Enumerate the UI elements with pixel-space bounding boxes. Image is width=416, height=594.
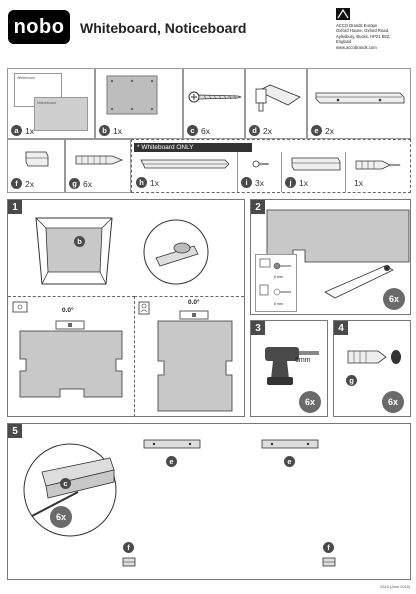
plug-insert-icon [347, 350, 401, 364]
step-2-count: 6x [383, 288, 405, 310]
part-j-label: j [285, 177, 296, 188]
backing-board-icon [106, 75, 158, 115]
step-1-portrait-area: 0.0° [134, 296, 244, 417]
step-4-part-label: g [346, 375, 357, 386]
wall-rail-icon [315, 92, 405, 104]
step-5-part-f2: f [323, 542, 334, 553]
part-d-qty: 2x [263, 126, 272, 136]
part-g-qty: 6x [83, 179, 92, 189]
part-c-label: c [187, 125, 198, 136]
step-4-number: 4 [334, 321, 348, 335]
step-3-count: 6x [299, 391, 321, 413]
part-d-label: d [249, 125, 260, 136]
step-3-panel: 3 6mm 6x [250, 320, 328, 417]
portrait-angle: 0.0° [188, 299, 200, 306]
whiteboard-only-banner: * Whiteboard ONLY [134, 143, 252, 152]
nobo-logo: nobo [8, 10, 70, 44]
step-3-drill-size: 6mm [295, 357, 311, 364]
step-2-mm-b: 6 mm [274, 302, 283, 306]
step-5-number: 5 [8, 424, 22, 438]
document-code: 9316 (June 2015) [380, 585, 410, 589]
acco-address: ACCO Brands Europe Oxford House, Oxford … [336, 23, 391, 50]
part-j-cell: j 1x [281, 152, 345, 192]
step-1-number: 1 [8, 200, 22, 214]
part-d-cell: d 2x [245, 68, 307, 139]
part-g-cell: g 6x [65, 139, 131, 193]
part-a-cell: Whiteboard Noticeboard a 1x [7, 68, 95, 139]
step-5-part-e1: e [166, 456, 177, 467]
portrait-screw-icon [259, 284, 291, 296]
step-4-count: 6x [382, 391, 404, 413]
step-2-panel: 2 6 mm 6 mm 6x [250, 199, 411, 315]
noticeboard-thumb: Noticeboard [34, 97, 88, 131]
screw-icon [188, 91, 242, 103]
part-f-cell: f 2x [7, 139, 65, 193]
part-k-qty: 1x [354, 178, 363, 188]
tape-dispenser-icon [143, 219, 209, 285]
part-i-qty: 3x [255, 178, 264, 188]
part-b-label: b [99, 125, 110, 136]
part-k-cell: 1x [345, 152, 409, 192]
board-on-frame-icon [35, 217, 113, 285]
part-j-qty: 1x [299, 178, 308, 188]
part-h-label: h [136, 177, 147, 188]
rail-left-icon [143, 439, 201, 449]
landscape-board-icon [19, 320, 123, 398]
page-title: Whiteboard, Noticeboard [80, 20, 247, 36]
part-c-qty: 6x [201, 126, 210, 136]
plug-screw-icon [355, 160, 401, 170]
bracket-clip-icon [255, 84, 301, 112]
step-1-landscape-area: 0.0° [8, 296, 135, 417]
step-2-drill-options: 6 mm 6 mm [255, 254, 297, 312]
part-f-qty: 2x [25, 179, 34, 189]
part-b-cell: b 1x [95, 68, 183, 139]
part-b-qty: 1x [113, 126, 122, 136]
part-f-label: f [11, 178, 22, 189]
step-1-part-label: b [74, 236, 85, 247]
part-h-qty: 1x [150, 178, 159, 188]
step-2-number: 2 [251, 200, 265, 214]
wall-plug-icon [75, 155, 124, 165]
pen-tray-icon [140, 159, 230, 169]
part-e-cell: e 2x [307, 68, 411, 139]
power-drill-icon [265, 347, 319, 385]
rail-right-icon [261, 439, 319, 449]
part-e-qty: 2x [325, 126, 334, 136]
part-c-cell: c 6x [183, 68, 245, 139]
landscape-screw-icon [259, 258, 291, 270]
portrait-orientation-icon [138, 301, 150, 315]
acco-logo-icon [336, 8, 350, 20]
small-bracket-icon [25, 151, 49, 167]
part-h-cell: h 1x [133, 152, 237, 192]
landscape-orientation-icon [12, 301, 28, 313]
part-a-label: a [11, 125, 22, 136]
step-5-part-e2: e [284, 456, 295, 467]
step-5-count: 6x [50, 506, 72, 528]
landscape-angle: 0.0° [62, 307, 74, 314]
wall-marking-icon [266, 209, 410, 299]
step-2-mm-a: 6 mm [274, 275, 283, 279]
part-i-label: i [241, 177, 252, 188]
bottom-bracket-left-icon [122, 557, 136, 567]
small-screw-icon [252, 160, 270, 168]
step-1-panel: 1 b 0.0° 0.0° [7, 199, 245, 417]
step-5-part-f1: f [123, 542, 134, 553]
part-g-label: g [69, 178, 80, 189]
part-a-qty: 1x [25, 126, 34, 136]
step-5-part-c: c [60, 478, 71, 489]
part-e-label: e [311, 125, 322, 136]
step-4-panel: 4 g 6x [333, 320, 411, 417]
bottom-bracket-right-icon [322, 557, 336, 567]
part-i-cell: i 3x [237, 152, 281, 192]
portrait-board-icon [157, 310, 233, 412]
wall-bracket-icon [291, 157, 341, 171]
step-5-panel: 5 c 6x e e f f [7, 423, 411, 580]
screw-rail-closeup-icon [23, 443, 117, 537]
step-3-number: 3 [251, 321, 265, 335]
